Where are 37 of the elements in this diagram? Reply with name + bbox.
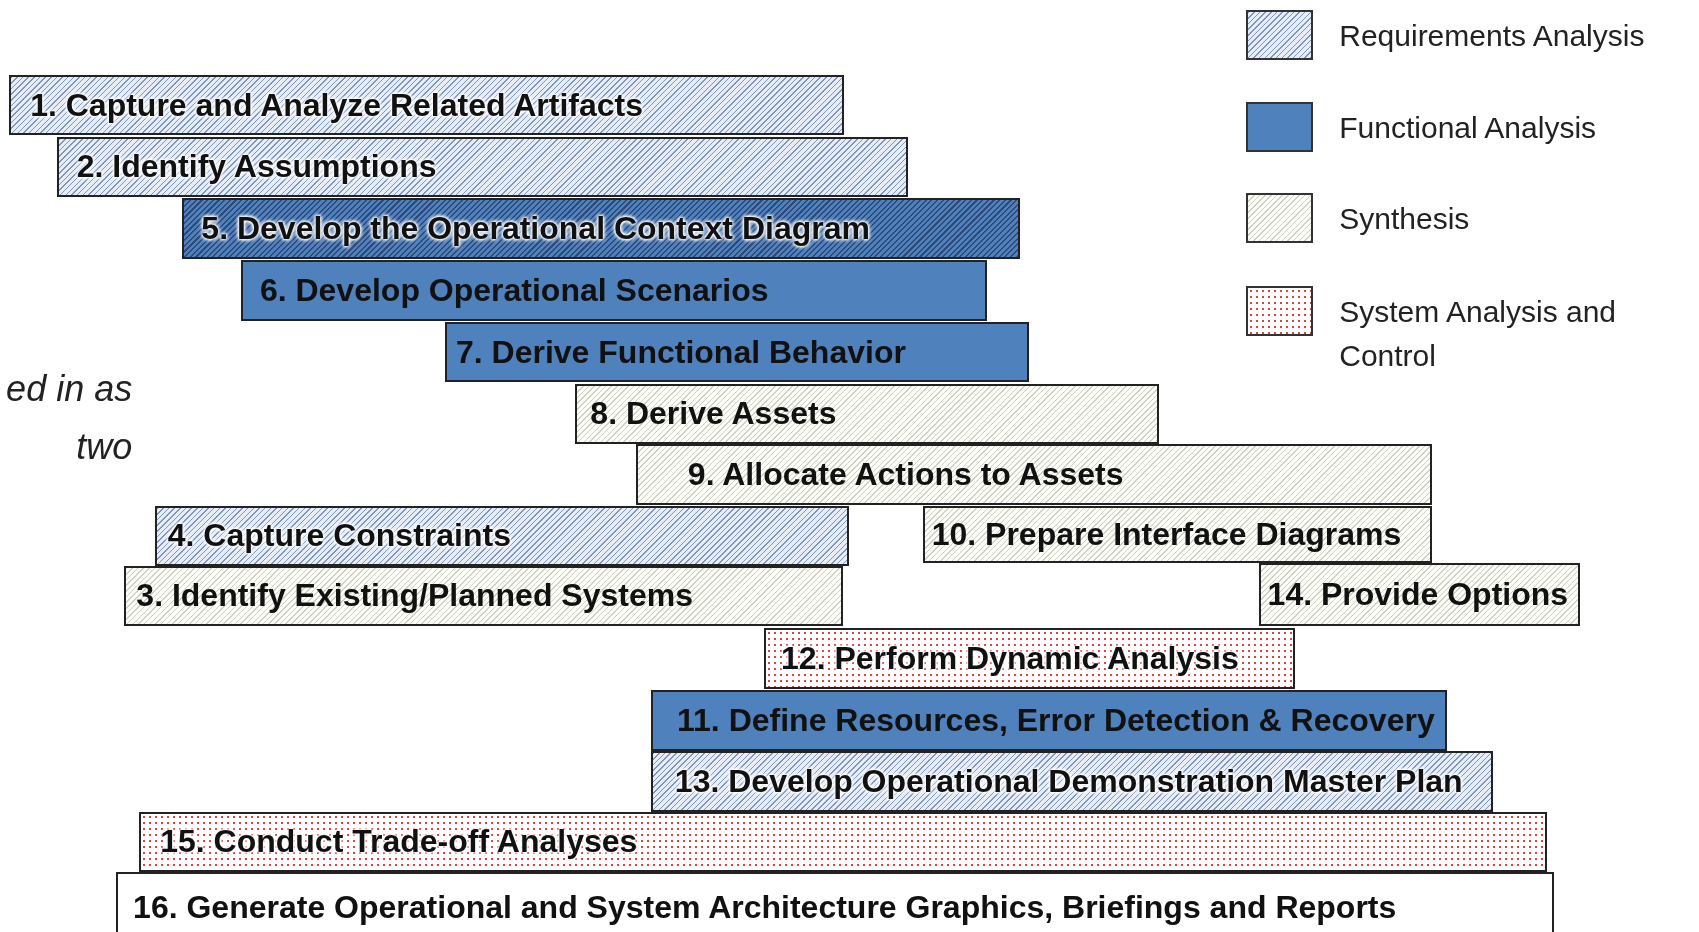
legend-label: Synthesis xyxy=(1339,201,1471,238)
task-label: 8. Derive Assets xyxy=(590,394,837,434)
note-text: ed in as two xyxy=(5,366,133,470)
task-bar xyxy=(445,321,1030,383)
legend-label: Requirements Analysis xyxy=(1339,18,1646,55)
task-label: 15. Conduct Trade-off Analyses xyxy=(160,822,638,862)
task-label: 9. Allocate Actions to Assets xyxy=(687,455,1124,495)
task-bar xyxy=(57,136,908,198)
task-label: 14. Provide Options xyxy=(1267,575,1569,615)
task-label: 4. Capture Constraints xyxy=(167,516,511,556)
task-bar xyxy=(123,565,843,627)
task-label: 7. Derive Functional Behavior xyxy=(456,332,906,372)
task-label: 10. Prepare Interface Diagrams xyxy=(931,515,1402,555)
task-bar xyxy=(138,811,1548,873)
task-label: 11. Define Resources, Error Detection & Recovery xyxy=(677,701,1435,741)
task-label: 16. Generate Operational and System Architecture Graphics, Briefings and Reports xyxy=(133,887,1397,927)
task-bar xyxy=(1259,563,1580,627)
task-bar xyxy=(8,74,845,136)
task-bar xyxy=(575,383,1160,445)
task-label: 13. Develop Operational Demonstration Master Plan xyxy=(674,761,1463,801)
task-bar xyxy=(240,260,988,321)
task-bar xyxy=(651,690,1447,751)
task-bar xyxy=(763,628,1295,690)
task-bar xyxy=(651,750,1494,812)
task-label: 5. Develop the Operational Context Diagram xyxy=(201,209,870,249)
task-label: 2. Identify Assumptions xyxy=(76,147,437,187)
task-bar xyxy=(115,872,1554,932)
task-bar xyxy=(154,506,850,566)
task-label: 6. Develop Operational Scenarios xyxy=(259,270,769,310)
task-bar xyxy=(182,198,1020,259)
task-bar xyxy=(636,444,1433,505)
task-bar xyxy=(923,506,1433,564)
task-label: 12. Perform Dynamic Analysis xyxy=(781,639,1239,679)
legend-label: System Analysis and Control xyxy=(1339,294,1618,374)
task-label: 3. Identify Existing/Planned Systems xyxy=(136,576,693,616)
legend-label: Functional Analysis xyxy=(1339,110,1598,147)
task-label: 1. Capture and Analyze Related Artifacts xyxy=(30,85,644,125)
